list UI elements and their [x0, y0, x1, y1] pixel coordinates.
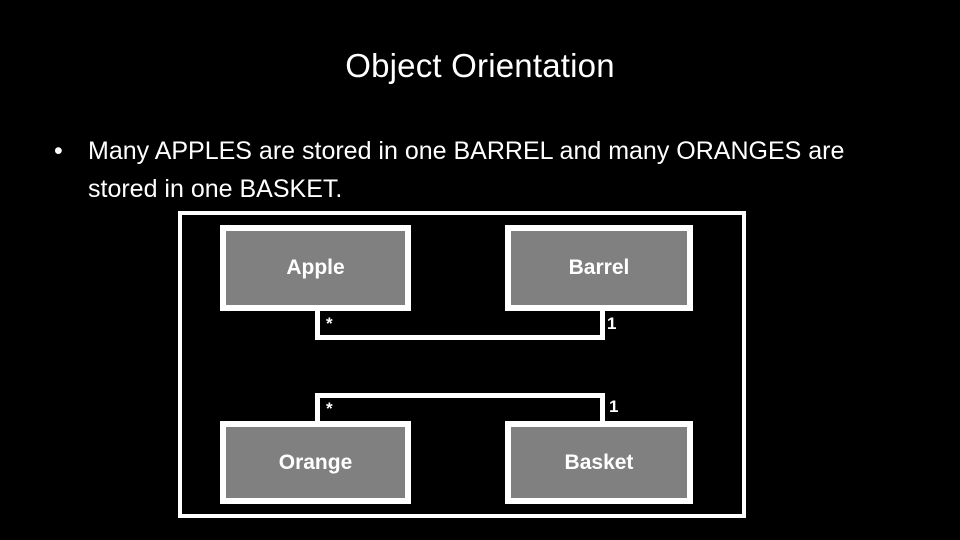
page-title: Object Orientation — [345, 47, 615, 84]
association-orange-basket-left-leg — [315, 393, 320, 425]
class-box-orange[interactable]: Orange — [220, 421, 411, 504]
multiplicity-label-orange: * — [326, 399, 333, 418]
association-orange-basket-right-leg — [600, 393, 605, 425]
multiplicity-label-apple: * — [326, 314, 333, 333]
class-box-barrel[interactable]: Barrel — [505, 225, 693, 311]
class-box-basket-label: Basket — [564, 450, 634, 474]
multiplicity-label-barrel: 1 — [607, 314, 617, 333]
class-box-apple[interactable]: Apple — [220, 225, 411, 311]
multiplicity-label-basket: 1 — [609, 397, 619, 416]
bullet-item-text: Many APPLES are stored in one BARREL and… — [88, 137, 845, 203]
class-box-barrel-label: Barrel — [568, 256, 630, 279]
association-apple-barrel-horizontal — [315, 335, 605, 340]
association-apple-barrel-left-leg — [315, 308, 320, 340]
bullet-list: • Many APPLES are stored in one BARREL a… — [52, 132, 902, 208]
class-box-orange-label: Orange — [278, 450, 353, 474]
list-item: • Many APPLES are stored in one BARREL a… — [52, 132, 902, 208]
class-box-apple-label: Apple — [286, 256, 345, 279]
class-box-basket[interactable]: Basket — [505, 421, 693, 504]
bullet-marker-icon: • — [54, 137, 63, 165]
association-apple-barrel-right-leg — [600, 308, 605, 340]
association-orange-basket-horizontal — [315, 393, 605, 398]
